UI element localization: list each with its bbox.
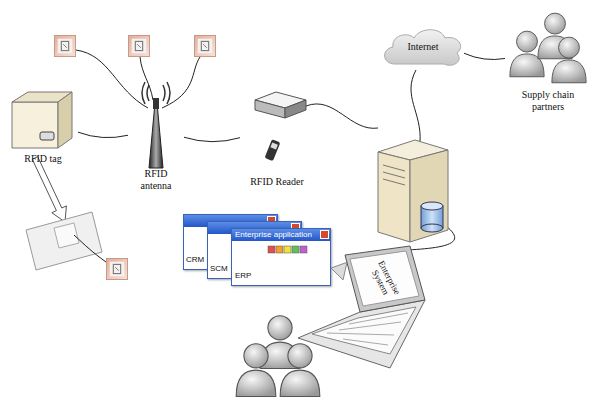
callout-wedge — [331, 262, 347, 280]
wire-connector — [78, 132, 128, 137]
node-label: Enterprise System — [363, 251, 407, 310]
node-label: RFID Reader — [234, 176, 320, 188]
tag-slot — [40, 132, 54, 140]
handheld-reader — [265, 139, 281, 161]
node-label: Supply chain partners — [517, 89, 579, 113]
node-label: RFID antenna — [136, 168, 176, 192]
drive-bays — [383, 165, 405, 185]
tag-icon — [106, 258, 127, 279]
reader-device — [285, 100, 306, 118]
keyboard — [312, 307, 416, 354]
tag-card — [26, 212, 102, 270]
wire-connector — [184, 137, 240, 141]
module-cube — [276, 246, 283, 253]
wire — [411, 70, 420, 142]
node-label: RFID tag — [8, 153, 78, 165]
module-cube — [292, 246, 299, 253]
zoom-arrow — [32, 157, 66, 222]
handheld-screen — [270, 143, 277, 150]
node-label: Enterprise application — [235, 230, 312, 240]
reader-device — [255, 100, 285, 118]
node-label: SCM — [210, 264, 228, 274]
server-tower — [410, 150, 448, 242]
wire-connector — [464, 53, 505, 59]
keyboard-keys — [327, 313, 408, 345]
module-cube — [268, 246, 275, 253]
package-box — [12, 102, 58, 148]
node-label: ERP — [235, 271, 251, 281]
antenna-node: RFID antenna — [128, 82, 184, 192]
person-icon — [236, 344, 276, 397]
package-box — [58, 92, 72, 148]
reader-node: RFID Reader — [240, 88, 314, 188]
database — [421, 202, 443, 210]
node-label: Internet — [382, 41, 464, 53]
wire — [76, 50, 148, 108]
antenna-tip — [153, 98, 159, 109]
person-icon — [552, 37, 586, 83]
laptop-node: Enterprise System — [345, 248, 425, 312]
antenna-tower — [149, 108, 163, 168]
database — [421, 224, 443, 232]
wire — [74, 235, 106, 262]
laptop-screen — [345, 246, 425, 312]
server-tower — [378, 152, 410, 242]
module-cube — [300, 246, 307, 253]
cloud-node: Internet — [382, 28, 464, 68]
tag-icon — [54, 35, 75, 56]
rfid-tag-node: RFID tag — [8, 95, 78, 165]
app-window: Enterprise applicationERP — [231, 228, 331, 286]
person-icon — [280, 344, 320, 397]
partners-node: Supply chain partners — [505, 15, 591, 113]
wire — [306, 104, 378, 128]
node-label: CRM — [186, 255, 204, 265]
signal-waves — [142, 82, 170, 104]
tag-icon — [128, 35, 149, 56]
close-button — [320, 230, 329, 239]
module-cube — [284, 246, 291, 253]
tag-icon — [194, 35, 215, 56]
